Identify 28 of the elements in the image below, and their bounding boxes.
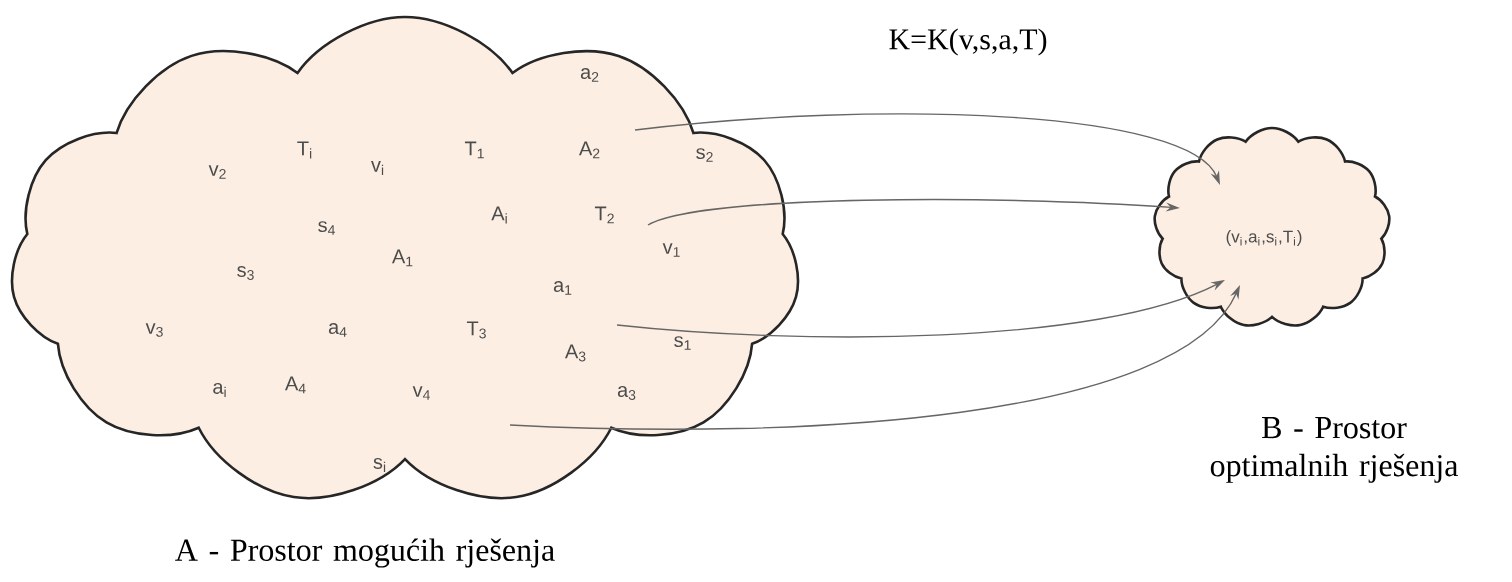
variable-label: v$_{1}$ bbox=[662, 243, 680, 257]
variable-label: a$_{2}$ bbox=[580, 68, 599, 82]
variable-label: A$_{2}$ bbox=[578, 141, 600, 159]
variable-label: T$_{2}$ bbox=[594, 206, 614, 224]
variable-label: v$_{2}$ bbox=[208, 165, 226, 179]
variable-label: a$_{1}$ bbox=[553, 281, 572, 295]
variable-label: s$_{i}$ bbox=[373, 458, 386, 472]
variable-label: T$_{i}$ bbox=[297, 141, 312, 159]
variable-label: A$_{3}$ bbox=[564, 344, 586, 362]
formula-label: K=K(v,s,a,T) bbox=[889, 28, 1047, 56]
variable-label: v$_{4}$ bbox=[412, 386, 430, 400]
variable-label: A$_{i}$ bbox=[491, 206, 507, 224]
variable-label: v$_{i}$ bbox=[371, 161, 384, 175]
variable-label: v$_{3}$ bbox=[145, 323, 163, 337]
variable-label: a$_{4}$ bbox=[328, 323, 347, 337]
tuple-label: (v$_{i}$,a$_{i}$,s$_{i}$,T$_{i}$) bbox=[1226, 230, 1302, 246]
variable-label: T$_{3}$ bbox=[466, 321, 486, 339]
variable-label: s$_{2}$ bbox=[696, 148, 713, 162]
variable-label: A$_{1}$ bbox=[392, 249, 413, 267]
variable-label: s$_{1}$ bbox=[674, 336, 691, 350]
variable-label: a$_{i}$ bbox=[213, 383, 226, 397]
cloud-label: A - Prostor mogućih rješenja bbox=[175, 538, 555, 568]
variable-label: A$_{4}$ bbox=[285, 376, 306, 394]
variable-label: s$_{3}$ bbox=[237, 266, 254, 280]
variable-label: a$_{3}$ bbox=[617, 386, 636, 400]
variable-label: T$_{1}$ bbox=[464, 141, 484, 159]
cloud-label: B - Prostor optimalnih rješenja bbox=[1210, 417, 1458, 483]
variable-label: s$_{4}$ bbox=[318, 221, 335, 235]
